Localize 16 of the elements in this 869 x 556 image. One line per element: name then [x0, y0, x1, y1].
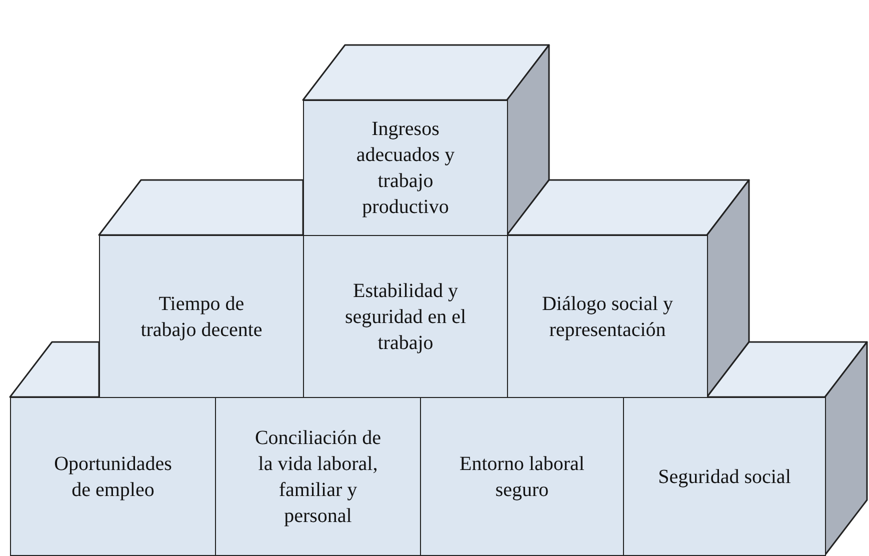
cube-front — [507, 235, 708, 398]
cube-front — [623, 397, 826, 556]
cube-front — [10, 397, 216, 556]
cube-label: Oportunidades de empleo — [53, 452, 173, 502]
cube-front — [303, 235, 508, 398]
cube-front — [99, 235, 304, 398]
cube-front — [420, 397, 624, 556]
cube-front — [303, 100, 508, 236]
cube-label: Diálogo social y representación — [540, 292, 674, 342]
cube-label: Estabilidad y seguridad en el trabajo — [344, 278, 468, 356]
cube-label: Seguridad social — [658, 464, 791, 490]
cube-label: Tiempo de trabajo decente — [140, 292, 264, 342]
cube-label: Ingresos adecuados y trabajo productivo — [355, 117, 456, 220]
cube-front — [215, 397, 421, 556]
cube-label: Entorno laboral seguro — [458, 452, 586, 502]
cube-label: Conciliación de la vida laboral, familiar y personal — [254, 426, 382, 528]
